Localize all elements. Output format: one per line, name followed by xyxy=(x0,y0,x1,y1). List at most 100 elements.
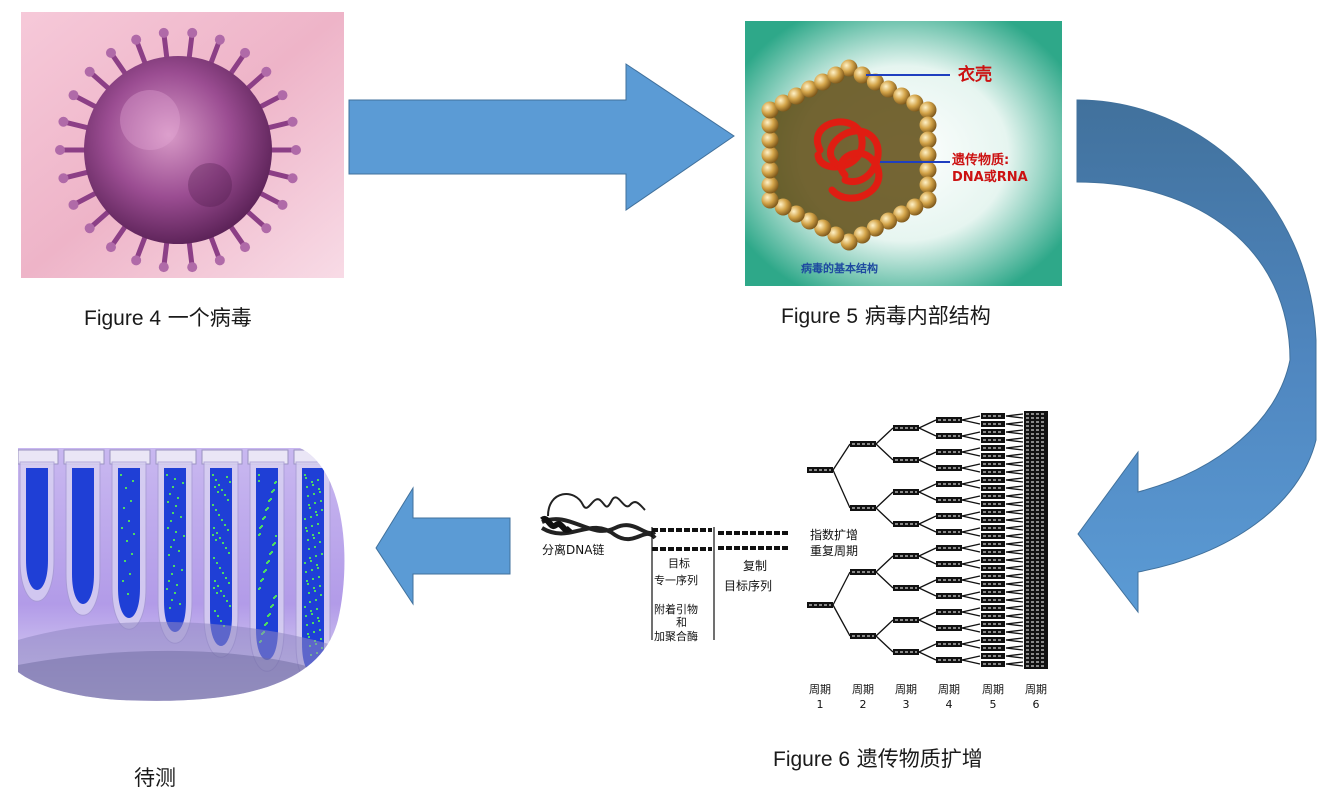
fluorescent-dot xyxy=(221,489,223,491)
capsid-bead xyxy=(761,101,779,119)
capsid-bead xyxy=(787,87,805,105)
tube-liquid xyxy=(72,468,94,604)
fluorescent-dot xyxy=(258,480,260,482)
fluorescent-dot xyxy=(170,520,172,522)
virus-spike-tip xyxy=(131,34,142,45)
branch-line xyxy=(1005,445,1024,449)
branch-line xyxy=(961,515,981,521)
branch-line xyxy=(1005,517,1024,521)
branch-line xyxy=(832,571,851,606)
cycle-word: 周期 xyxy=(982,683,1004,696)
virus-spike-tip xyxy=(187,262,198,273)
pcr-diagram: 分离DNA链 目标 专一序列 附着引物 和 加聚合酶 复制 目标序列 指数扩增 … xyxy=(540,411,1048,711)
fluorescent-dot xyxy=(275,481,277,483)
branch-line xyxy=(1005,463,1024,467)
fluorescent-dot xyxy=(309,507,311,509)
branch-line xyxy=(1005,639,1024,643)
fluorescent-dot xyxy=(306,624,308,626)
fluorescent-dot xyxy=(175,531,177,533)
virus-photo xyxy=(21,12,344,278)
fig6-caption-title: 遗传物质扩增 xyxy=(856,747,983,771)
dna-helix xyxy=(541,517,657,536)
capsid-bead xyxy=(919,146,937,164)
arrow-right xyxy=(348,63,735,211)
fig6-caption-prefix: Figure 6 xyxy=(773,748,851,771)
cycle-word: 周期 xyxy=(852,683,874,696)
branch-line xyxy=(1005,565,1024,569)
branch-line xyxy=(961,547,981,553)
fluorescent-dot xyxy=(213,587,215,589)
fluorescent-dot xyxy=(213,557,215,559)
capsid-bead xyxy=(814,73,832,91)
branch-line xyxy=(1005,469,1024,473)
fluorescent-dot xyxy=(311,481,313,483)
test-tubes-image xyxy=(18,448,345,701)
fluorescent-dot xyxy=(216,532,218,534)
fluorescent-dot xyxy=(168,580,170,582)
virus-spike-tip xyxy=(68,199,79,210)
fluorescent-dot xyxy=(129,573,131,575)
fluorescent-dot xyxy=(173,565,175,567)
branch-line xyxy=(875,555,894,573)
capsid-bead xyxy=(840,59,858,77)
amplify-label-1: 指数扩增 xyxy=(810,527,858,542)
fluorescent-dot xyxy=(222,542,224,544)
branch-line xyxy=(1005,477,1024,481)
branch-line xyxy=(1005,485,1024,489)
primer-label-1: 附着引物 xyxy=(654,602,698,616)
fluorescent-dot xyxy=(214,486,216,488)
branch-line xyxy=(961,531,981,537)
branch-line xyxy=(1005,661,1024,665)
fluorescent-dot xyxy=(316,564,318,566)
virus-spike-tip xyxy=(158,262,169,273)
test-tube xyxy=(63,449,105,616)
capsid-bead xyxy=(761,191,779,209)
fluorescent-dot xyxy=(310,516,312,518)
branch-line xyxy=(875,427,894,445)
capsid-bead xyxy=(906,198,924,216)
branch-line xyxy=(918,523,937,533)
fluorescent-dot xyxy=(181,569,183,571)
branch-line xyxy=(1005,415,1024,419)
separate-dna-label: 分离DNA链 xyxy=(542,542,604,557)
fluorescent-dot xyxy=(171,573,173,575)
virus-spike-tip xyxy=(214,255,225,266)
branch-line xyxy=(1005,461,1024,465)
branch-line xyxy=(918,419,937,429)
fluorescent-dot xyxy=(169,493,171,495)
fluorescent-dot xyxy=(317,617,319,619)
fluorescent-dot xyxy=(306,486,308,488)
branch-line xyxy=(961,559,981,565)
branch-line xyxy=(1005,501,1024,505)
branch-line xyxy=(961,655,981,661)
branch-line xyxy=(961,499,981,505)
branch-line xyxy=(961,495,981,501)
branch-line xyxy=(1005,573,1024,577)
capsid-bead xyxy=(853,226,871,244)
branch-line xyxy=(918,587,937,597)
branch-line xyxy=(1005,623,1024,627)
fluorescent-dot xyxy=(166,474,168,476)
fluorescent-dot xyxy=(304,562,306,564)
fig5-caption: Figure 5 病毒内部结构 xyxy=(781,300,991,330)
fluorescent-dot xyxy=(218,514,220,516)
fluorescent-dot xyxy=(307,633,309,635)
virus-spike-tip xyxy=(214,34,225,45)
arrow-curved-down xyxy=(1076,99,1317,614)
fluorescent-dot xyxy=(220,590,222,592)
branch-line xyxy=(1005,413,1024,417)
fluorescent-dot xyxy=(166,588,168,590)
fluorescent-dot xyxy=(310,610,312,612)
fluorescent-dot xyxy=(305,571,307,573)
fluorescent-dot xyxy=(320,500,322,502)
virus-spike-tip xyxy=(158,27,169,38)
fluorescent-dot xyxy=(308,504,310,506)
capsid-bead xyxy=(866,73,884,91)
fluorescent-dot xyxy=(317,567,319,569)
branch-line xyxy=(961,627,981,633)
branch-line xyxy=(961,479,981,485)
branch-line xyxy=(918,651,937,661)
branch-line xyxy=(961,543,981,549)
branch-line xyxy=(918,459,937,469)
fluorescent-dot xyxy=(224,494,226,496)
